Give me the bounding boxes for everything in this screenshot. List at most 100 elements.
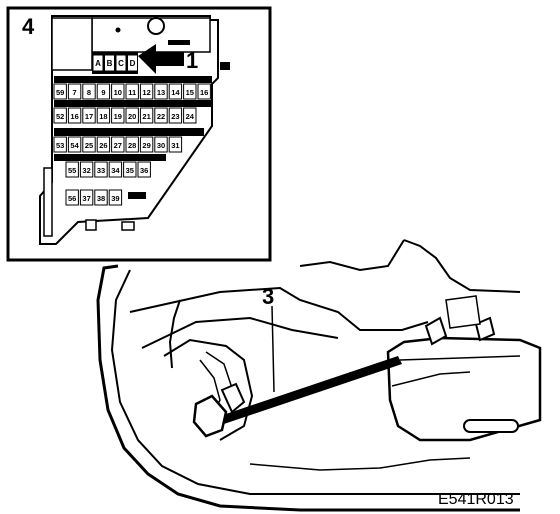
figure-code: E541R013 (438, 491, 514, 508)
fuse-number: 25 (85, 141, 93, 150)
fuse-number: 24 (186, 112, 195, 121)
fuse-slot (94, 161, 108, 178)
panel-clip (220, 382, 246, 414)
fuse-number: 32 (82, 166, 90, 175)
fuse-number: 53 (56, 141, 64, 150)
fuse-number: 14 (171, 88, 180, 97)
fuse-number: 31 (171, 141, 179, 150)
fuse-number: 22 (157, 112, 165, 121)
fuse-number: 8 (87, 88, 91, 97)
door-opening-outline (96, 264, 520, 512)
fuse-row-divider-3 (54, 128, 204, 136)
fuse-box-latch (43, 167, 53, 237)
fuse-slot (168, 83, 183, 100)
fuse-number: 18 (99, 112, 107, 121)
fuse-slot (96, 136, 111, 153)
fuse-number: 38 (97, 194, 105, 203)
fuse-number: 27 (114, 141, 122, 150)
fuse-slot (111, 83, 125, 100)
relay-slot (92, 54, 104, 72)
fuse-number: 11 (128, 88, 136, 97)
fuse-number: 52 (56, 112, 64, 121)
fuse-number: 28 (128, 141, 136, 150)
removal-tool-rod (214, 356, 402, 426)
fuse-number: 33 (97, 166, 105, 175)
fuse-slot (168, 136, 183, 153)
fuse-number: 19 (114, 112, 122, 121)
relay-label: A (95, 59, 101, 68)
fuse-number: 13 (157, 88, 165, 97)
fuse-slot (154, 136, 168, 153)
fuse-number: 7 (73, 88, 77, 97)
fuse-slot (139, 83, 154, 100)
fuse-slot (65, 161, 79, 178)
fuse-slot (79, 189, 94, 206)
fuse-slot (94, 189, 108, 206)
fuse-slot (168, 107, 183, 124)
fuse-slot (111, 107, 125, 124)
seat-rail (445, 295, 481, 329)
kick-panel-edge (168, 299, 181, 369)
fuse-number: 21 (142, 112, 150, 121)
dashboard-edge (129, 286, 429, 331)
fuse-slot (53, 83, 67, 100)
fuse-slot (197, 83, 211, 100)
fuse-row-divider-4 (54, 154, 166, 161)
fuse-slot (125, 83, 139, 100)
fuse-slot (79, 161, 94, 178)
fuse-box-clip (85, 219, 97, 231)
fuse-slot (108, 161, 123, 178)
floor-contour (249, 457, 471, 471)
fuse-row-divider-1 (54, 76, 212, 83)
fuse-number: 12 (142, 88, 150, 97)
relay-label: D (130, 59, 136, 68)
fuse-number: 23 (171, 112, 179, 121)
kick-panel-cover (163, 338, 254, 441)
fuse-slot (67, 136, 82, 153)
fuse-number: 15 (186, 88, 194, 97)
relay-slot (127, 54, 138, 72)
fuse-number: 10 (114, 88, 122, 97)
pointer-arrow (138, 44, 184, 74)
fuse-number: 26 (99, 141, 107, 150)
fuse-number: 59 (56, 88, 64, 97)
fuse-slot (96, 83, 111, 100)
callout-1: 1 (186, 48, 199, 73)
fuse-number: 30 (157, 141, 165, 150)
seat-adjust-knob (463, 419, 519, 433)
removal-tool-head (192, 394, 228, 438)
relay-slot (104, 54, 115, 72)
seat-back-contour (299, 239, 405, 272)
fuse-number: 35 (126, 166, 134, 175)
fuse-box-screw-hole (147, 17, 165, 35)
fuse-number: 16 (70, 112, 78, 121)
fuse-slot (154, 107, 168, 124)
seat-cushion-seam (399, 355, 521, 361)
fuse-slot (82, 107, 96, 124)
fuse-number: 9 (101, 88, 105, 97)
fuse-box-clip-2 (121, 221, 135, 231)
console-contour (403, 239, 521, 293)
seat-rail-bracket (424, 316, 448, 346)
fuse-box-label-strip (168, 40, 190, 45)
callout-3-leader (271, 305, 275, 393)
seat-base (386, 336, 542, 442)
dashboard-lower-panel (141, 316, 339, 349)
relay-label: B (107, 59, 113, 68)
door-seal-line (110, 269, 520, 495)
fuse-slot (65, 189, 79, 206)
fuse-slot (82, 83, 96, 100)
fuse-box-spare-slot (128, 192, 146, 199)
fuse-number: 39 (111, 194, 119, 203)
fuse-slot (125, 107, 139, 124)
relay-label: C (118, 59, 124, 68)
fuse-number: 16 (200, 88, 208, 97)
fuse-slot (183, 107, 197, 124)
fuse-slot (123, 161, 137, 178)
fuse-slot (139, 136, 154, 153)
fuse-row-divider-2 (54, 100, 212, 107)
